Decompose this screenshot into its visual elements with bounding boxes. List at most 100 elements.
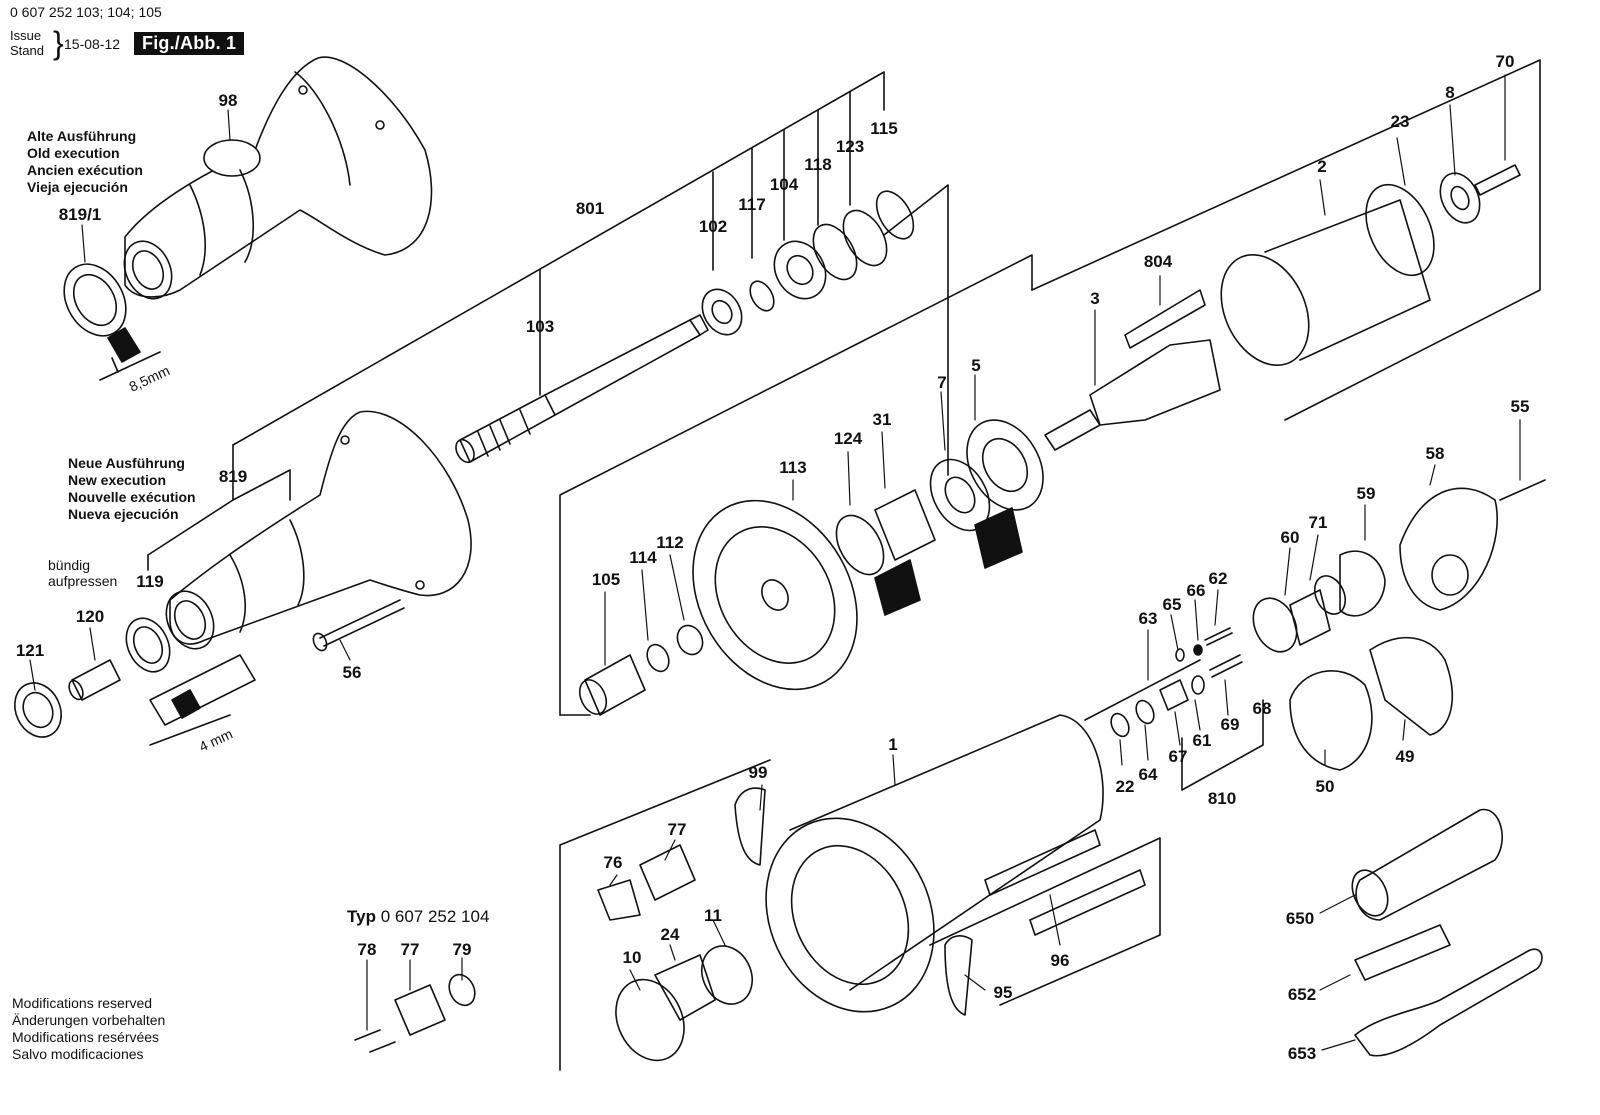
callout-60: 60 [1281, 528, 1300, 547]
callout-56: 56 [343, 663, 362, 682]
callout-114: 114 [629, 548, 657, 567]
part-numbers: 0 607 252 103; 104; 105 [10, 4, 162, 20]
callout-653: 653 [1288, 1044, 1316, 1063]
motor-parts-drawing [692, 164, 1521, 691]
bearings-upper-drawing [701, 190, 915, 336]
callout-118: 118 [804, 155, 831, 174]
callout-49: 49 [1396, 747, 1415, 766]
callout-1: 1 [888, 735, 897, 754]
callout-7: 7 [937, 373, 946, 392]
dimension-8-5mm: 8,5mm [127, 362, 173, 395]
leader-lines [29, 74, 1521, 1051]
old-execution-es: Vieja ejecución [27, 179, 128, 195]
callout-23: 23 [1391, 112, 1410, 131]
callout-819-1: 819/1 [59, 205, 102, 224]
callout-117: 117 [738, 195, 765, 214]
callout-50: 50 [1316, 777, 1335, 796]
callout-95: 95 [994, 983, 1013, 1002]
new-execution-es: Nueva ejecución [68, 506, 179, 522]
callout-31: 31 [873, 410, 892, 429]
footer-line-3: Modifications resérvées [12, 1029, 160, 1045]
callout-69: 69 [1221, 715, 1240, 734]
callout-810: 810 [1208, 789, 1236, 808]
callout-64: 64 [1139, 765, 1158, 784]
callout-10: 10 [623, 948, 642, 967]
old-execution-note: Alte Ausführung Old execution Ancien exé… [27, 128, 143, 196]
issue-date: 15-08-12 [64, 36, 121, 52]
housing-old-drawing [123, 56, 433, 300]
callout-99: 99 [749, 763, 768, 782]
shaft-103-drawing [455, 314, 709, 464]
callout-819: 819 [219, 467, 247, 486]
new-execution-fr: Nouvelle exécution [68, 489, 196, 505]
small-parts-105-112-drawing [578, 624, 704, 716]
lower-housing-frame [559, 759, 1161, 1071]
callout-652: 652 [1288, 985, 1316, 1004]
callout-65: 65 [1163, 595, 1182, 614]
callout-55: 55 [1511, 397, 1530, 416]
type-number: 0 607 252 104 [380, 907, 490, 926]
new-execution-en: New execution [68, 472, 167, 488]
callout-22: 22 [1116, 777, 1135, 796]
new-execution-note: Neue Ausführung New execution Nouvelle e… [68, 455, 196, 523]
typ-104-parts-drawing [354, 973, 476, 1053]
issue-label: Issue Stand [10, 28, 44, 58]
footer-line-1: Modifications reserved [12, 995, 153, 1011]
dimension-4mm: 4 mm [197, 725, 235, 754]
callout-801: 801 [576, 199, 604, 218]
callout-120: 120 [76, 607, 104, 626]
modifications-footer: Modifications reserved Änderungen vorbeh… [12, 995, 165, 1063]
press-note-line-2: aufpressen [48, 573, 118, 589]
lower-housing-drawing [597, 714, 1146, 1062]
callout-77b: 77 [401, 940, 420, 959]
callout-121: 121 [16, 641, 44, 660]
callout-71: 71 [1309, 513, 1328, 532]
callout-66: 66 [1187, 581, 1206, 600]
callout-58: 58 [1426, 444, 1445, 463]
callout-123: 123 [836, 137, 864, 156]
callout-113: 113 [779, 458, 806, 477]
callout-62: 62 [1209, 569, 1228, 588]
old-execution-en: Old execution [27, 145, 120, 161]
type-label: Typ 0 607 252 104 [347, 907, 489, 927]
type-prefix: Typ [347, 907, 376, 926]
callout-78: 78 [358, 940, 377, 959]
callout-67: 67 [1169, 747, 1188, 766]
footer-line-4: Salvo modificaciones [12, 1046, 144, 1062]
group-801-frame [232, 71, 949, 476]
callout-3: 3 [1090, 289, 1099, 308]
housing-new-drawing [147, 410, 472, 650]
callout-2: 2 [1317, 157, 1326, 176]
callout-115: 115 [870, 119, 897, 138]
screw-56-drawing [312, 599, 405, 652]
callout-112: 112 [656, 533, 683, 552]
callout-124: 124 [834, 429, 863, 448]
callout-5: 5 [971, 356, 980, 375]
accessories-drawing [1351, 808, 1543, 1057]
figure-label: Fig./Abb. 1 [134, 32, 245, 55]
callout-79: 79 [453, 940, 472, 959]
callout-68: 68 [1253, 699, 1272, 718]
rings-119-121-drawing [14, 617, 256, 746]
new-execution-de: Neue Ausführung [68, 455, 185, 471]
parts-right-drawing [1084, 479, 1546, 791]
callout-59: 59 [1357, 484, 1376, 503]
issue-line-1: Issue [10, 28, 42, 43]
callout-77: 77 [668, 820, 687, 839]
old-execution-de: Alte Ausführung [27, 128, 137, 144]
ring-819-1-drawing [63, 263, 161, 381]
old-execution-fr: Ancien exécution [27, 162, 143, 178]
callout-102: 102 [699, 217, 727, 236]
callout-11: 11 [704, 906, 722, 925]
callout-labels: 98 819/1 801 102 117 104 118 123 115 103… [16, 52, 1530, 1063]
callout-119: 119 [136, 572, 163, 591]
callout-70: 70 [1496, 52, 1515, 71]
brace-glyph: } [53, 25, 64, 61]
callout-8: 8 [1445, 83, 1454, 102]
callout-63: 63 [1139, 609, 1158, 628]
issue-line-2: Stand [10, 43, 44, 58]
callout-103: 103 [526, 317, 554, 336]
callout-76: 76 [604, 853, 623, 872]
callout-105: 105 [592, 570, 620, 589]
